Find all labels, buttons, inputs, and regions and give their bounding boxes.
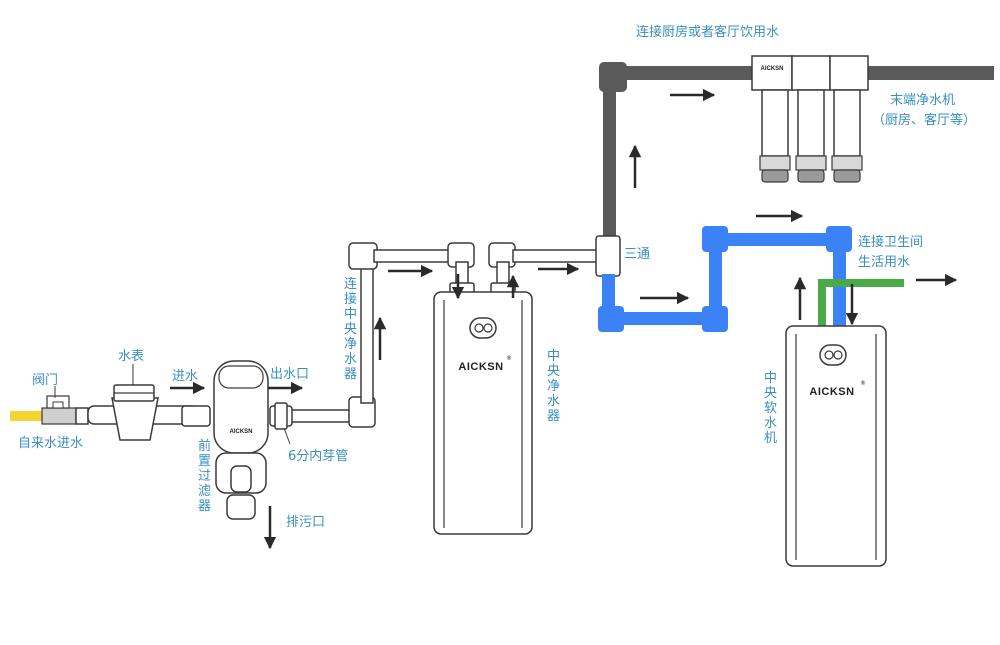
label-tee: 三通 bbox=[624, 247, 650, 262]
tee-joint bbox=[595, 235, 621, 277]
brand-logo: AICKSN bbox=[809, 386, 854, 398]
label-central-purifier: 中央净水器 bbox=[547, 349, 560, 424]
label-tap-water-in: 自来水进水 bbox=[18, 436, 83, 451]
label-bathroom-2: 生活用水 bbox=[858, 255, 910, 270]
terminal-purifier: AICKSN bbox=[751, 55, 869, 183]
brand-logo: AICKSN bbox=[760, 66, 783, 72]
purified-water-pipe bbox=[818, 279, 904, 329]
label-terminal-purifier-1: 末端净水机 bbox=[890, 93, 955, 108]
label-drain: 排污口 bbox=[286, 515, 325, 530]
leader-line bbox=[283, 427, 291, 445]
label-6fen-fitting: 6分内芽管 bbox=[288, 448, 348, 464]
label-terminal-purifier-2: （厨房、客厅等） bbox=[872, 112, 976, 128]
brand-logo: AICKSN bbox=[458, 361, 503, 373]
white-pipe-network bbox=[289, 242, 608, 428]
softened-water-pipe bbox=[598, 226, 852, 332]
label-bathroom-1: 连接卫生间 bbox=[858, 234, 923, 250]
brand-mark: ® bbox=[860, 380, 866, 387]
label-water-in: 进水 bbox=[172, 369, 198, 384]
brand-mark: ® bbox=[506, 355, 512, 362]
drinking-water-pipe bbox=[599, 62, 994, 240]
water-meter bbox=[87, 384, 199, 441]
label-central-softener: 中央软水机 bbox=[764, 371, 777, 446]
supply-pipe bbox=[10, 411, 44, 421]
label-pre-filter: 前置过滤器 bbox=[198, 438, 211, 514]
label-drinking-connection: 连接厨房或者客厅饮用水 bbox=[636, 24, 779, 40]
label-to-central-purifier: 连接中央净水器 bbox=[344, 276, 357, 382]
valve bbox=[41, 395, 89, 425]
central-softener: AICKSN ® bbox=[785, 325, 887, 567]
label-valve: 阀门 bbox=[32, 373, 58, 388]
brand-logo: AICKSN bbox=[229, 429, 252, 435]
flow-arrows bbox=[170, 88, 958, 550]
label-water-meter: 水表 bbox=[118, 349, 144, 364]
label-water-out: 出水口 bbox=[270, 367, 309, 382]
pre-filter: AICKSN bbox=[181, 360, 293, 520]
central-purifier: AICKSN ® bbox=[433, 291, 533, 535]
